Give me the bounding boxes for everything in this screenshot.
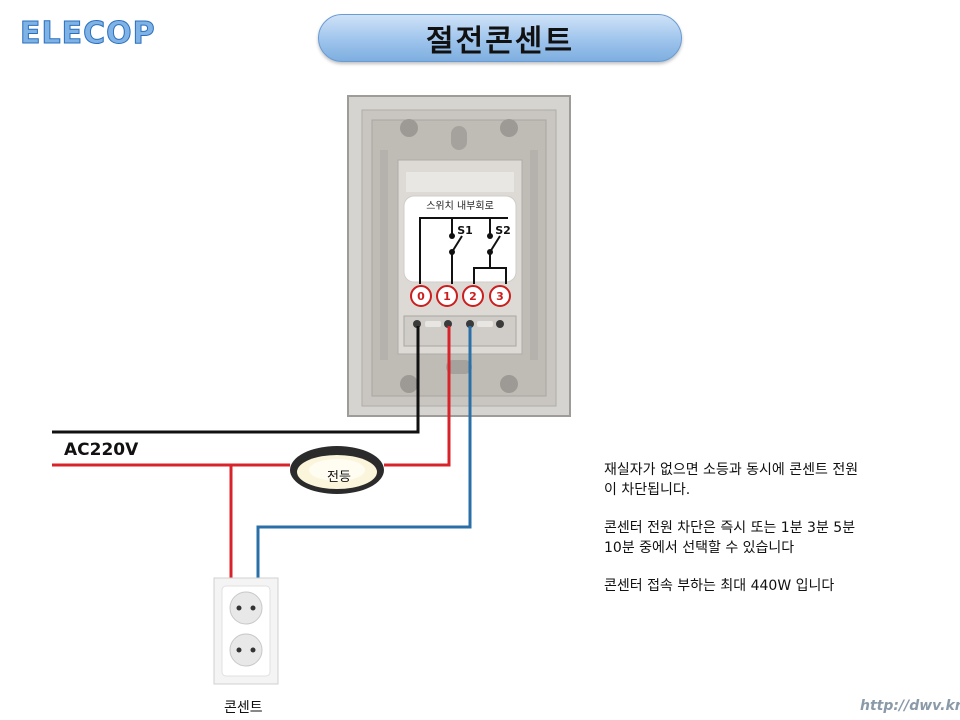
svg-text:0: 0 [417, 290, 425, 303]
outlet-socket-top [229, 591, 263, 625]
ac-voltage-label: AC220V [64, 440, 139, 460]
outlet [213, 577, 279, 685]
terminal-1: 1 [436, 285, 458, 307]
terminal-3: 3 [489, 285, 511, 307]
svg-text:3: 3 [496, 290, 504, 303]
page-title: 절전콘센트 [426, 24, 574, 59]
circuit-label: 스위치 내부회로 [426, 199, 494, 212]
elecop-logo: ELECOP [20, 16, 156, 52]
terminal-2: 2 [462, 285, 484, 307]
svg-text:1: 1 [443, 290, 451, 303]
wire-blue [256, 326, 472, 580]
description-3: 콘센터 접속 부하는 최대 440W 입니다 [604, 578, 835, 594]
site-url: http://dwv.kr [860, 698, 960, 714]
wire-red-lamp [384, 326, 451, 467]
switch-internal-circuit: 스위치 내부회로 S1 S2 [403, 195, 517, 284]
description-1: 재실자가 없으면 소등과 동시에 콘센트 전원 이 차단됩니다. [604, 462, 859, 498]
outlet-socket-bottom [229, 633, 263, 667]
title-banner: 절전콘센트 [318, 14, 682, 62]
circuit-nodes [449, 233, 493, 255]
svg-text:2: 2 [469, 290, 477, 303]
wire-black [52, 326, 420, 434]
outlet-label: 콘센트 [224, 700, 263, 716]
terminal-0: 0 [410, 285, 432, 307]
terminal-markers: 0 1 2 3 [410, 285, 511, 307]
lamp: 전등 [290, 446, 384, 494]
lamp-label: 전등 [327, 470, 351, 485]
description-2: 콘센터 전원 차단은 즉시 또는 1분 3분 5분 10분 중에서 선택할 수 … [604, 520, 856, 556]
wires [52, 326, 472, 580]
description-block: 재실자가 없으면 소등과 동시에 콘센트 전원 이 차단됩니다. 콘센터 전원 … [604, 460, 944, 614]
switch-s2-label: S2 [495, 224, 511, 237]
switch-s1-label: S1 [457, 224, 473, 237]
